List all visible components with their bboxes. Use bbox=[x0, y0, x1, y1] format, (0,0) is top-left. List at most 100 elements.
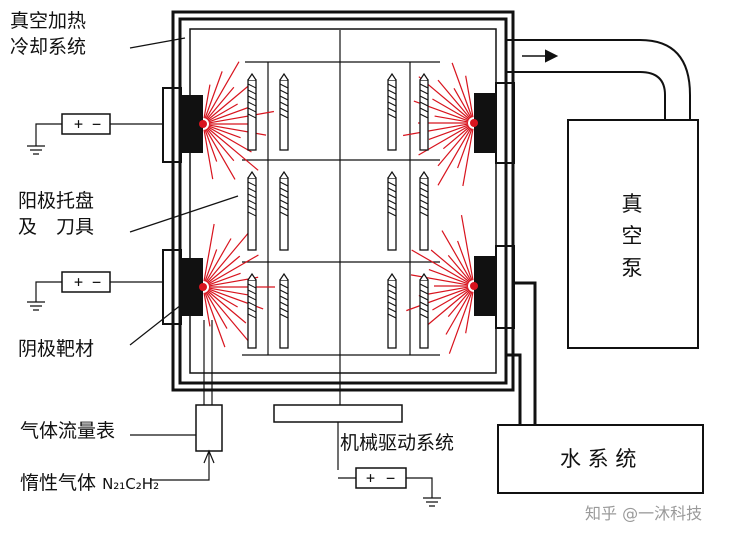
upper-supply-minus: − bbox=[92, 115, 101, 133]
plasma-ray bbox=[207, 82, 253, 121]
label-vacuum-heat-line1: 真空加热 bbox=[10, 10, 87, 32]
drive-supply-plus: + bbox=[366, 469, 375, 487]
label-water-system: 水 系 统 bbox=[560, 447, 637, 471]
plasma-ray bbox=[207, 290, 247, 324]
plasma-ray bbox=[207, 254, 259, 285]
gas-inlet-pipe bbox=[203, 320, 213, 405]
plasma-ray bbox=[428, 124, 469, 140]
lower-ground-symbol bbox=[27, 301, 45, 311]
cathode-target-upper-right bbox=[474, 93, 496, 153]
drive-ground-symbol bbox=[423, 497, 441, 507]
plasma-ray bbox=[207, 127, 259, 171]
plasma-ray bbox=[207, 289, 238, 308]
drive-power-wire bbox=[338, 477, 433, 498]
drive-platform bbox=[273, 404, 403, 423]
label-cathode-target: 阴极靶材 bbox=[18, 338, 95, 360]
drill-bit bbox=[247, 272, 257, 349]
leader-vacuum-heat bbox=[129, 37, 186, 49]
cathode-target-lower-left bbox=[181, 258, 203, 316]
upper-power-supply-box bbox=[61, 113, 111, 135]
drill-bit bbox=[387, 72, 397, 151]
plasma-ray bbox=[432, 288, 470, 311]
plasma-ray bbox=[207, 103, 238, 122]
label-inert-gas-text: 惰性气体 bbox=[20, 472, 97, 494]
plasma-ray bbox=[402, 123, 469, 137]
plasma-core bbox=[470, 282, 478, 290]
plasma-ray bbox=[205, 61, 240, 120]
plasma-ray bbox=[451, 62, 473, 118]
cathode-target-lower-right bbox=[474, 256, 496, 316]
plasma-ray bbox=[203, 129, 214, 180]
drill-bit bbox=[387, 170, 397, 251]
water-pipe-upper bbox=[513, 281, 537, 425]
plasma-ray bbox=[205, 291, 228, 329]
rack-vertical-bars bbox=[267, 62, 411, 355]
drill-bit bbox=[247, 170, 257, 251]
label-vacuum-pump: 真空泵 bbox=[620, 188, 644, 284]
label-vacuum-pump-char: 泵 bbox=[621, 256, 643, 280]
plasma-ray bbox=[204, 292, 226, 348]
plasma-ray bbox=[204, 129, 218, 162]
plasma-core bbox=[199, 283, 207, 291]
drill-bit bbox=[387, 272, 397, 349]
plasma-ray bbox=[203, 223, 215, 282]
plasma-ray bbox=[424, 289, 470, 328]
plasma-ray bbox=[205, 238, 232, 283]
plasma-ray bbox=[204, 249, 218, 282]
lower-power-wire-left bbox=[35, 281, 62, 302]
rack-horizontal-bars bbox=[242, 61, 440, 356]
plasma-ray bbox=[437, 127, 471, 167]
drive-power-supply-box bbox=[355, 467, 407, 489]
plasma-core bbox=[199, 120, 207, 128]
label-cathode-tray-line2: 及 刀具 bbox=[18, 216, 95, 238]
vacuum-pipe-inner bbox=[506, 71, 666, 120]
drill-bit bbox=[279, 170, 289, 251]
plasma-ray bbox=[406, 287, 469, 312]
plasma-ray bbox=[462, 128, 474, 187]
plasma-ray bbox=[447, 254, 471, 282]
water-system-box bbox=[497, 424, 704, 494]
chamber-outer-wall bbox=[171, 10, 515, 392]
plasma-ray bbox=[208, 124, 267, 136]
upper-ground-symbol bbox=[27, 145, 45, 155]
inert-gas-line bbox=[150, 451, 210, 481]
plasma-ray bbox=[208, 125, 241, 139]
inert-gas-arrow bbox=[203, 449, 215, 464]
label-vacuum-pump-char: 空 bbox=[621, 224, 643, 248]
plasma-ray bbox=[437, 79, 471, 119]
plasma-ray bbox=[442, 126, 470, 150]
drive-supply-minus: − bbox=[386, 469, 395, 487]
lower-supply-plus: + bbox=[74, 273, 83, 291]
plasma-ray bbox=[430, 249, 470, 283]
plasma-ray bbox=[448, 291, 473, 354]
plasma-ray bbox=[457, 240, 473, 281]
drill-bit bbox=[419, 72, 429, 151]
watermark: 知乎 @一沐科技 bbox=[585, 504, 703, 523]
plasma-ray bbox=[453, 88, 472, 119]
plasma-ray bbox=[441, 230, 472, 282]
plasma-ray bbox=[203, 292, 211, 327]
vacuum-pipe-outer bbox=[506, 39, 691, 120]
label-vacuum-heat-line2: 冷却系统 bbox=[10, 36, 87, 58]
lower-power-supply-box bbox=[61, 271, 111, 293]
plasma-ray bbox=[437, 127, 472, 186]
plasma-ray bbox=[207, 126, 252, 153]
flow-arrow-head bbox=[545, 49, 559, 63]
label-inert-gas-formula: N₂₁C₂H₂ bbox=[102, 475, 160, 493]
plasma-ray bbox=[207, 255, 241, 284]
drill-bit bbox=[247, 72, 257, 151]
plasma-ray bbox=[457, 128, 473, 169]
plasma-ray bbox=[465, 291, 474, 334]
plasma-ray bbox=[206, 231, 250, 283]
water-pipe-lower bbox=[506, 353, 522, 425]
cathode-targets bbox=[181, 93, 496, 316]
label-mechanical-drive: 机械驱动系统 bbox=[340, 432, 455, 454]
label-vacuum-pump-char: 真 bbox=[621, 192, 643, 216]
plasma-ray bbox=[203, 84, 211, 119]
plasma-ray bbox=[432, 98, 470, 121]
plasma-ray bbox=[465, 75, 474, 118]
plasma-ray bbox=[206, 86, 235, 120]
plasma-ray bbox=[434, 115, 469, 123]
